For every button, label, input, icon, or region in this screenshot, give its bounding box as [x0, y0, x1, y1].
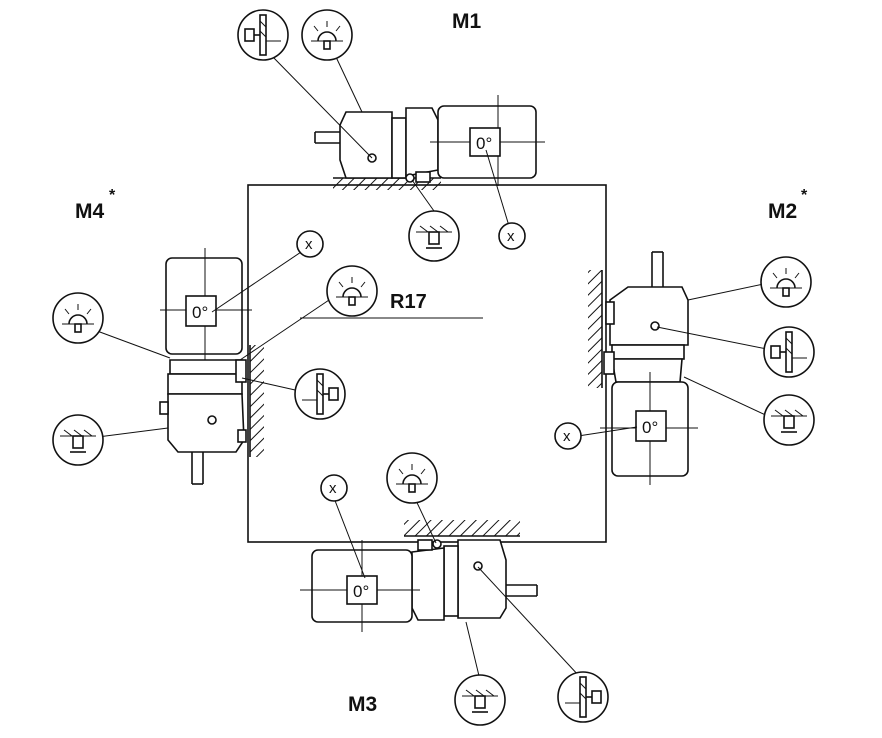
model-label: R17 [390, 291, 427, 313]
breather-icon [386, 452, 438, 504]
svg-text:0°: 0° [192, 303, 208, 322]
svg-text:0°: 0° [476, 134, 492, 153]
oil-drain-icon [52, 414, 104, 466]
svg-text:0°: 0° [642, 418, 658, 437]
gearmotor-m2: 0° [588, 251, 698, 485]
position-m2-star: * [801, 187, 808, 204]
gearmotor-m4: 0° [159, 248, 264, 485]
hatch-mounting-surface [333, 178, 441, 190]
gearmotor-m3: 0° [300, 520, 538, 632]
svg-text:x: x [507, 228, 515, 245]
oil-drain-icon [763, 394, 815, 446]
breather-icon [301, 9, 353, 61]
breather-icon [760, 256, 812, 308]
oil-level-icon [294, 368, 346, 420]
vent-plug-icon: x [498, 222, 526, 250]
svg-text:x: x [563, 428, 571, 445]
gearmotor-m1: 0° [314, 95, 545, 190]
oil-drain-icon [454, 674, 506, 726]
svg-text:x: x [329, 480, 337, 497]
position-m4-label: M4 [75, 200, 104, 223]
vent-plug-icon: x [554, 422, 582, 450]
hatch-mounting-surface [404, 520, 520, 536]
vent-plug-icon: x [320, 474, 348, 502]
position-m3-label: M3 [348, 693, 377, 716]
hatch-mounting-surface [250, 345, 264, 457]
position-m4-star: * [109, 187, 116, 204]
hatch-mounting-surface [588, 270, 602, 388]
oil-level-icon [557, 671, 609, 723]
position-m1-label: M1 [452, 10, 481, 33]
svg-text:x: x [305, 236, 313, 253]
breather-icon [52, 292, 104, 344]
svg-text:0°: 0° [353, 582, 369, 601]
position-m2-label: M2 [768, 200, 797, 223]
oil-drain-icon [408, 210, 460, 262]
breather-icon [326, 265, 378, 317]
oil-level-icon [763, 326, 815, 378]
oil-level-icon [237, 9, 289, 61]
vent-plug-icon: x [296, 230, 324, 258]
